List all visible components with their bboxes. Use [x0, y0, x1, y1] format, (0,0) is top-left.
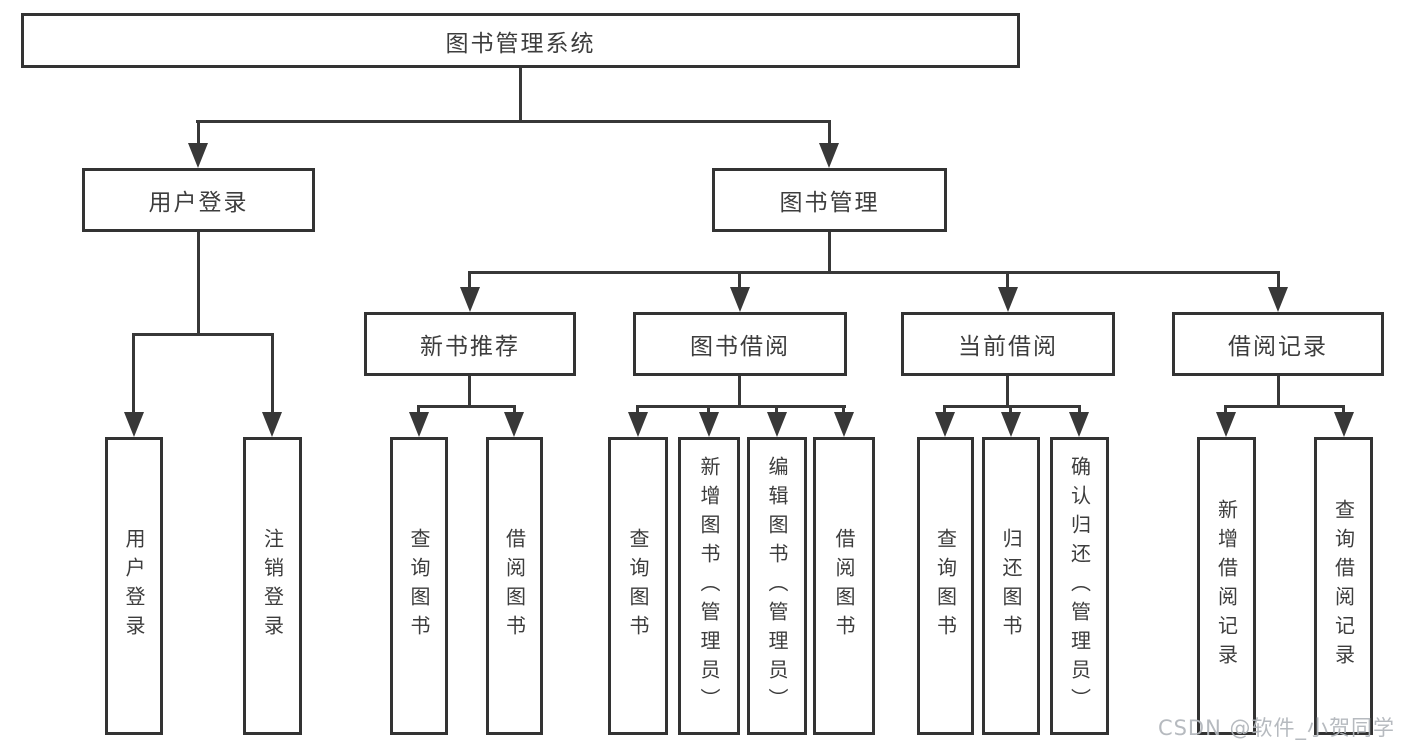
- connector-line: [197, 232, 200, 335]
- connector-line: [1006, 273, 1009, 289]
- connector-line: [1078, 407, 1081, 415]
- arrowhead-down: [730, 287, 750, 312]
- connector-line: [468, 376, 471, 407]
- node-borrow-records: 借阅记录: [1172, 312, 1384, 376]
- connector-line: [636, 407, 639, 415]
- node-label: 查询图书: [626, 528, 650, 644]
- arrowhead-down: [1001, 412, 1021, 437]
- arrowhead-down: [124, 412, 144, 437]
- connector-line: [1277, 273, 1280, 289]
- node-label: 用户登录: [122, 528, 146, 644]
- connector-line: [842, 407, 845, 415]
- arrowhead-down: [819, 143, 839, 168]
- arrowhead-down: [628, 412, 648, 437]
- node-label: 查询图书: [933, 528, 958, 644]
- connector-line: [636, 405, 846, 408]
- node-user-login: 用户登录: [82, 168, 315, 232]
- node-library-system: 图书管理系统: [21, 13, 1020, 68]
- node-label: 查询借阅记录: [1331, 499, 1356, 673]
- node-book-management: 图书管理: [712, 168, 947, 232]
- connector-line: [468, 273, 471, 289]
- connector-line: [1277, 376, 1280, 407]
- node-label: 查询图书: [407, 528, 431, 644]
- node-label: 确认归还（管理员）: [1067, 455, 1092, 717]
- connector-line: [828, 122, 831, 147]
- leaf-query-books-current: 查询图书: [917, 437, 974, 735]
- leaf-logout: 注销登录: [243, 437, 302, 735]
- arrowhead-down: [188, 143, 208, 168]
- arrowhead-down: [767, 412, 787, 437]
- node-label: 当前借阅: [958, 334, 1058, 360]
- node-label: 借阅图书: [502, 528, 527, 644]
- node-label: 图书管理: [779, 190, 880, 216]
- arrowhead-down: [1069, 412, 1089, 437]
- arrowhead-down: [262, 412, 282, 437]
- arrowhead-down: [1268, 287, 1288, 312]
- node-label: 新书推荐: [420, 334, 520, 360]
- connector-line: [271, 335, 274, 414]
- leaf-return-books: 归还图书: [982, 437, 1040, 735]
- connector-line: [775, 407, 778, 415]
- connector-line: [519, 68, 522, 122]
- leaf-add-borrow-record: 新增借阅记录: [1197, 437, 1256, 735]
- connector-line: [196, 120, 831, 123]
- connector-line: [417, 407, 420, 415]
- node-label: 图书借阅: [690, 334, 790, 360]
- connector-line: [738, 273, 741, 289]
- connector-line: [943, 407, 946, 415]
- arrowhead-down: [935, 412, 955, 437]
- connector-line: [1224, 405, 1345, 408]
- arrowhead-down: [834, 412, 854, 437]
- connector-line: [132, 335, 135, 414]
- arrowhead-down: [699, 412, 719, 437]
- leaf-borrow-books: 借阅图书: [813, 437, 875, 735]
- arrowhead-down: [460, 287, 480, 312]
- node-label: 新增图书（管理员）: [697, 455, 721, 717]
- csdn-watermark: CSDN @软件_小贺同学: [1157, 716, 1395, 740]
- leaf-user-login: 用户登录: [105, 437, 163, 735]
- leaf-borrow-books-recommend: 借阅图书: [486, 437, 543, 735]
- connector-line: [513, 407, 516, 415]
- arrowhead-down: [998, 287, 1018, 312]
- node-label: 用户登录: [148, 190, 249, 216]
- arrowhead-down: [504, 412, 524, 437]
- connector-line: [1006, 376, 1009, 407]
- node-label: 归还图书: [999, 528, 1023, 644]
- node-new-book-recommend: 新书推荐: [364, 312, 576, 376]
- leaf-query-books-borrow: 查询图书: [608, 437, 668, 735]
- leaf-query-books-recommend: 查询图书: [390, 437, 448, 735]
- connector-line: [132, 333, 274, 336]
- arrowhead-down: [1216, 412, 1236, 437]
- leaf-edit-books-admin: 编辑图书（管理员）: [747, 437, 807, 735]
- connector-line: [468, 271, 1280, 274]
- connector-line: [738, 376, 741, 407]
- connector-line: [943, 405, 1081, 408]
- node-label: 编辑图书（管理员）: [765, 455, 789, 717]
- node-label: 注销登录: [260, 528, 285, 644]
- node-book-borrow: 图书借阅: [633, 312, 847, 376]
- node-current-borrow: 当前借阅: [901, 312, 1115, 376]
- connector-line: [707, 407, 710, 415]
- connector-line: [197, 122, 200, 147]
- connector-line: [417, 405, 516, 408]
- connector-line: [1009, 407, 1012, 415]
- connector-line: [828, 232, 831, 273]
- node-label: 借阅图书: [832, 528, 856, 644]
- arrowhead-down: [1334, 412, 1354, 437]
- arrowhead-down: [409, 412, 429, 437]
- leaf-add-books-admin: 新增图书（管理员）: [678, 437, 740, 735]
- leaf-confirm-return-admin: 确认归还（管理员）: [1050, 437, 1109, 735]
- connector-line: [1224, 407, 1227, 415]
- leaf-query-borrow-record: 查询借阅记录: [1314, 437, 1373, 735]
- node-label: 新增借阅记录: [1214, 499, 1239, 673]
- node-label: 图书管理系统: [445, 30, 596, 57]
- connector-line: [1342, 407, 1345, 415]
- node-label: 借阅记录: [1228, 334, 1328, 360]
